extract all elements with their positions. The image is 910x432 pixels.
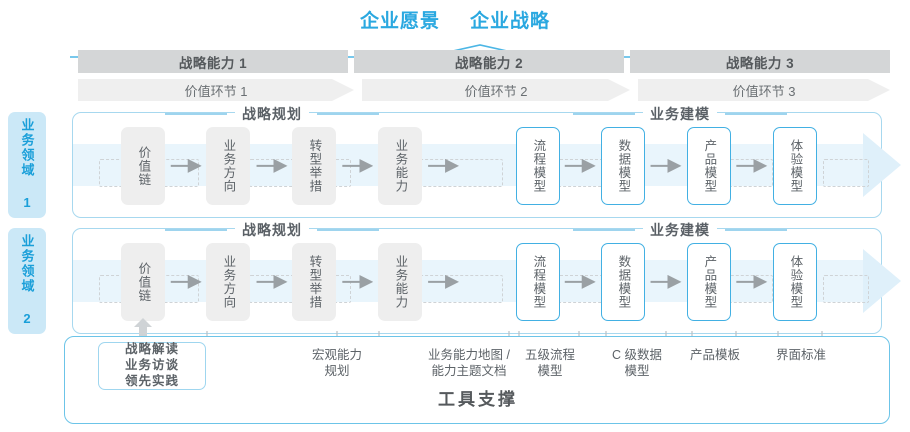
section-title-left-2: 战略规划	[235, 220, 309, 240]
sidebar-tab-domain-2-label: 业务领域 2	[19, 234, 35, 328]
value-link-chevrons	[78, 79, 890, 101]
tool-label-five-level-process-line-1: 五级流程	[524, 348, 575, 362]
tool-label-five-level-process: 五级流程 模型	[490, 347, 610, 380]
node-business-direction-1[interactable]: 业务方向	[206, 127, 250, 205]
node-product-model-1[interactable]: 产品模型	[687, 127, 731, 205]
section-rule-left	[165, 229, 227, 231]
header-title-vision: 企业愿景	[359, 11, 440, 32]
tool-label-c-level-data: C 级数据 模型	[577, 347, 697, 380]
section-title-right-2: 业务建模	[643, 220, 717, 240]
section-rule-right	[317, 113, 379, 115]
tool-label-ui-standard-line-1: 界面标准	[775, 348, 826, 362]
node-experience-model-2[interactable]: 体验模型	[773, 243, 817, 321]
node-product-model-1-label: 产品模型	[702, 139, 717, 193]
node-transformation-2[interactable]: 转型举措	[292, 243, 336, 321]
node-business-capability-1-label: 业务能力	[393, 139, 408, 193]
tool-label-ui-standard: 界面标准	[741, 347, 861, 363]
section-rule-right	[317, 229, 379, 231]
tool-label-product-template-line-1: 产品模板	[689, 348, 740, 362]
node-experience-model-1[interactable]: 体验模型	[773, 127, 817, 205]
tool-label-five-level-process-line-2: 模型	[537, 364, 563, 379]
capability-bar-1-label: 战略能力 1	[178, 55, 248, 71]
value-link-2[interactable]: 价值环节 2	[362, 79, 630, 101]
node-data-model-1-label: 数据模型	[616, 139, 631, 193]
domain-row-1: 战略规划 业务建模 价值链 业务方向 转型举措 业务能力 流程模型 数据模型 产…	[72, 104, 901, 218]
node-process-model-1[interactable]: 流程模型	[516, 127, 560, 205]
value-link-row: 价值环节 1 价值环节 2 价值环节 3	[78, 79, 890, 101]
node-transformation-1[interactable]: 转型举措	[292, 127, 336, 205]
node-business-capability-2[interactable]: 业务能力	[378, 243, 422, 321]
section-header-left-1: 战略规划	[165, 104, 379, 124]
header-titles: 企业愿景 企业战略	[0, 6, 910, 33]
value-link-3[interactable]: 价值环节 3	[638, 79, 890, 101]
up-arrow-icon	[134, 318, 152, 340]
node-data-model-2-label: 数据模型	[616, 255, 631, 309]
node-process-model-2-label: 流程模型	[531, 255, 546, 309]
capability-bar-2-label: 战略能力 2	[454, 55, 524, 71]
section-title-right-1: 业务建模	[643, 104, 717, 124]
value-link-1-label: 价值环节 1	[184, 83, 248, 99]
tool-highlight-line-3: 领先实践	[124, 373, 179, 388]
value-link-1[interactable]: 价值环节 1	[78, 79, 354, 101]
tool-label-c-level-data-line-1: C 级数据	[611, 348, 662, 362]
tool-label-macro-capability-line-1: 宏观能力	[311, 348, 362, 362]
tool-label-capability-map: 业务能力地图 / 能力主题文档	[389, 347, 549, 380]
node-transformation-2-label: 转型举措	[307, 255, 322, 309]
sidebar-tab-domain-2[interactable]: 业务领域 2	[8, 228, 46, 334]
node-value-chain-1[interactable]: 价值链	[121, 127, 165, 205]
tool-label-capability-map-line-1: 业务能力地图 /	[428, 348, 510, 362]
section-rule-left	[573, 113, 635, 115]
node-business-direction-1-label: 业务方向	[221, 139, 236, 193]
node-business-direction-2[interactable]: 业务方向	[206, 243, 250, 321]
tool-highlight-line-2: 业务访谈	[124, 358, 179, 373]
tool-label-capability-map-line-2: 能力主题文档	[431, 364, 507, 379]
section-header-left-2: 战略规划	[165, 220, 379, 240]
value-link-3-label: 价值环节 3	[732, 83, 796, 99]
section-header-right-2: 业务建模	[573, 220, 787, 240]
node-business-direction-2-label: 业务方向	[221, 255, 236, 309]
capability-bar-1[interactable]: 战略能力 1	[78, 50, 348, 73]
node-data-model-1[interactable]: 数据模型	[601, 127, 645, 205]
sidebar-tab-domain-1[interactable]: 业务领域 1	[8, 112, 46, 218]
section-rule-right	[725, 113, 787, 115]
node-product-model-2-label: 产品模型	[702, 255, 717, 309]
node-transformation-1-label: 转型举措	[307, 139, 322, 193]
section-title-left-1: 战略规划	[235, 104, 309, 124]
node-process-model-1-label: 流程模型	[531, 139, 546, 193]
node-business-capability-2-label: 业务能力	[393, 255, 408, 309]
placeholder-dash-2f	[823, 275, 869, 303]
section-rule-right	[725, 229, 787, 231]
domain-row-2: 战略规划 业务建模 价值链 业务方向 转型举措 业务能力 流程模型 数据模型 产…	[72, 220, 901, 334]
placeholder-dash-1f	[823, 159, 869, 187]
value-link-2-label: 价值环节 2	[464, 83, 528, 99]
node-experience-model-1-label: 体验模型	[788, 139, 803, 193]
section-rule-left	[573, 229, 635, 231]
node-value-chain-2[interactable]: 价值链	[121, 243, 165, 321]
node-process-model-2[interactable]: 流程模型	[516, 243, 560, 321]
node-business-capability-1[interactable]: 业务能力	[378, 127, 422, 205]
node-data-model-2[interactable]: 数据模型	[601, 243, 645, 321]
capability-bar-3[interactable]: 战略能力 3	[630, 50, 890, 73]
capability-bar-3-label: 战略能力 3	[725, 55, 795, 71]
capability-bar-2[interactable]: 战略能力 2	[354, 50, 624, 73]
header-title-strategy: 企业战略	[470, 11, 551, 32]
tool-label-macro-capability: 宏观能力 规划	[277, 347, 397, 380]
capability-bar-row: 战略能力 1 战略能力 2 战略能力 3	[78, 50, 890, 73]
tool-label-c-level-data-line-2: 模型	[624, 364, 650, 379]
node-value-chain-2-label: 价值链	[136, 261, 151, 303]
flow-band-2-arrowhead	[863, 249, 901, 313]
tool-support-container: 战略解读 业务访谈 领先实践 宏观能力 规划 业务能力地图 / 能力主题文档 五…	[64, 336, 890, 424]
tool-support-title: 工具支撑	[438, 390, 518, 409]
tool-highlight-line-1: 战略解读	[124, 342, 179, 357]
tool-highlight-box[interactable]: 战略解读 业务访谈 领先实践	[98, 342, 206, 390]
flow-band-1-arrowhead	[863, 133, 901, 197]
section-header-right-1: 业务建模	[573, 104, 787, 124]
sidebar-tab-domain-1-label: 业务领域 1	[19, 118, 35, 212]
node-product-model-2[interactable]: 产品模型	[687, 243, 731, 321]
section-rule-left	[165, 113, 227, 115]
tool-label-macro-capability-line-2: 规划	[324, 364, 350, 379]
tool-label-product-template: 产品模板	[655, 347, 775, 363]
node-experience-model-2-label: 体验模型	[788, 255, 803, 309]
node-value-chain-1-label: 价值链	[136, 145, 151, 187]
